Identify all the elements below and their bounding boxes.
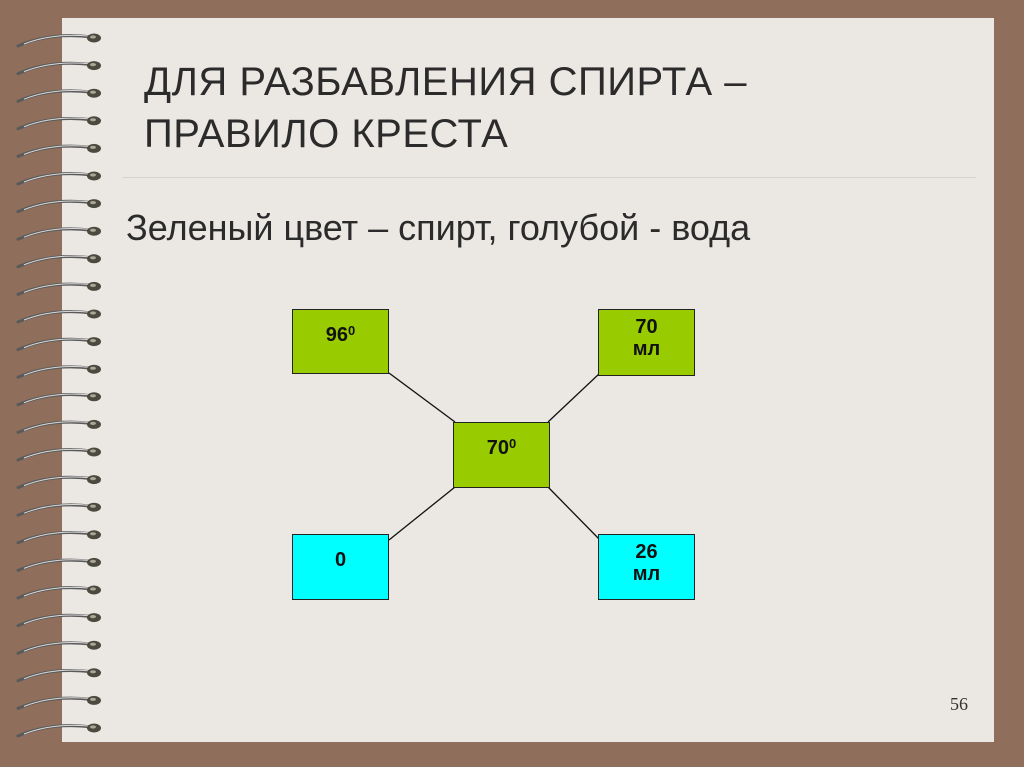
spiral-ring [16,695,101,710]
spiral-ring [16,116,101,131]
connector-top-left [388,372,456,423]
water-volume-value: 26 [635,541,658,563]
target-strength-degree: 0 [509,436,517,451]
spiral-ring [16,530,101,545]
spiral-ring [16,723,101,738]
spiral-ring [16,281,101,296]
spiral-ring [16,254,101,269]
spiral-ring [16,226,101,241]
water-strength-value: 0 [334,549,347,571]
connector-bottom-right [547,486,601,541]
spiral-ring [16,199,101,214]
spiral-ring [16,33,101,48]
spiral-ring [16,392,101,407]
spiral-ring [16,475,101,490]
spiral-ring [16,88,101,103]
title-divider [122,177,976,178]
title-line-2: ПРАВИЛО КРЕСТА [144,112,509,156]
spiral-ring [16,171,101,186]
alcohol-strength-value: 96 [325,324,348,346]
spiral-ring [16,447,101,462]
slide-subtitle: Зеленый цвет – спирт, голубой - вода [126,207,751,248]
connector-bottom-left [388,486,456,541]
spiral-ring [16,585,101,600]
spiral-ring [16,143,101,158]
water-strength-box: 0 [292,534,389,600]
alcohol-volume-unit: мл [632,338,661,360]
water-volume-box: 26 мл [598,534,695,600]
alcohol-volume-box: 70 мл [598,309,695,376]
spiral-ring [16,613,101,628]
connector-top-right [547,372,601,423]
spiral-ring [16,668,101,683]
spiral-ring [16,640,101,655]
spiral-ring [16,309,101,324]
spiral-ring [16,61,101,76]
page-number: 56 [950,694,968,714]
slide-page [62,18,994,742]
spiral-ring [16,364,101,379]
spiral-ring [16,557,101,572]
alcohol-strength-degree: 0 [348,323,356,338]
target-strength-value: 70 [486,437,509,459]
notebook-spiral-binding [16,33,101,738]
spiral-ring [16,502,101,517]
target-strength-box: 700 [453,422,550,488]
title-line-1: ДЛЯ РАЗБАВЛЕНИЯ СПИРТА – [144,60,747,104]
water-volume-unit: мл [632,563,661,585]
alcohol-volume-value: 70 [635,316,658,338]
alcohol-strength-box: 960 [292,309,389,374]
slide-title: ДЛЯ РАЗБАВЛЕНИЯ СПИРТА – ПРАВИЛО КРЕСТА [144,56,904,160]
spiral-ring [16,419,101,434]
spiral-ring [16,337,101,352]
